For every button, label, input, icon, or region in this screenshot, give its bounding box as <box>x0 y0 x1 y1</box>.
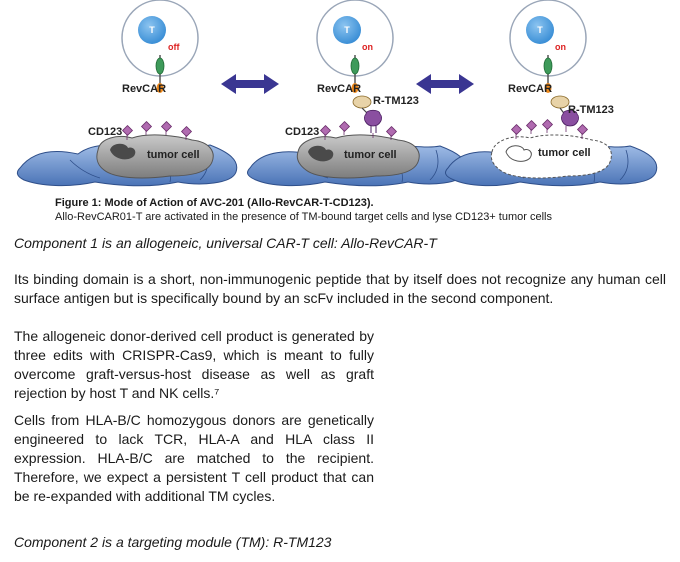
tumor-nucleus <box>308 145 334 162</box>
revcar-tag-icon <box>544 83 552 93</box>
revcar-label: RevCAR <box>508 83 552 95</box>
revcar-receptor-icon <box>543 57 553 75</box>
double-arrow-icon-1 <box>221 74 279 94</box>
tumor-nucleus <box>110 143 136 160</box>
status-on-label: on <box>362 42 373 52</box>
tumor-cell-2 <box>296 134 420 179</box>
panel-1-inactive: T off RevCAR tumor cell CD123 <box>16 0 238 187</box>
r-tm123-label: R-TM123 <box>568 104 614 116</box>
tumor-nucleus <box>505 145 532 162</box>
t-cell-nucleus-icon <box>333 16 361 44</box>
t-cell-nucleus-icon <box>138 16 166 44</box>
revcar-tag-icon <box>156 83 164 93</box>
cd123-antigens <box>510 118 589 136</box>
cd123-antigens <box>121 120 193 138</box>
t-cell-label: T <box>149 25 155 35</box>
r-tm123-module-icon <box>550 95 579 127</box>
cd123-antigens <box>319 120 398 138</box>
lysed-tumor-cell <box>490 134 612 179</box>
figure-caption-title: Figure 1: Mode of Action of AVC-201 (All… <box>55 197 374 209</box>
mode-of-action-figure: T off RevCAR tumor cell CD123 T on <box>16 0 658 187</box>
r-tm123-label: R-TM123 <box>373 95 419 107</box>
cd123-label: CD123 <box>285 126 319 138</box>
paragraph-hla-matching: Cells from HLA-B/C homozygous donors are… <box>14 412 374 504</box>
component2-heading: Component 2 is a targeting module (TM): … <box>14 534 332 550</box>
t-cell-nucleus-icon <box>526 16 554 44</box>
paragraph-binding-domain: Its binding domain is a short, non-immun… <box>14 271 666 306</box>
status-on-label: on <box>555 42 566 52</box>
revcar-receptor-icon <box>350 57 360 75</box>
tumor-cell-label: tumor cell <box>538 147 591 159</box>
tumor-cell-label: tumor cell <box>147 149 200 161</box>
status-off-label: off <box>168 42 180 52</box>
revcar-receptor-icon <box>155 57 165 75</box>
component1-heading: Component 1 is an allogeneic, universal … <box>14 235 437 251</box>
revcar-label: RevCAR <box>122 83 166 95</box>
paragraph-crispr-edits: The allogeneic donor-derived cell produc… <box>14 328 374 401</box>
revcar-tag-icon <box>351 83 359 93</box>
t-cell-label: T <box>537 25 543 35</box>
r-tm123-module-icon <box>352 95 382 133</box>
revcar-label: RevCAR <box>317 83 361 95</box>
tumor-cell-label: tumor cell <box>344 149 397 161</box>
t-cell-label: T <box>344 25 350 35</box>
panel-3-lysis: T on RevCAR R-TM123 tumor cell <box>445 0 658 187</box>
panel-2-active: T on RevCAR R-TM123 tumor cell CD123 <box>247 0 468 187</box>
figure-caption-text: Allo-RevCAR01-T are activated in the pre… <box>55 211 552 223</box>
cd123-label: CD123 <box>88 126 122 138</box>
double-arrow-icon-2 <box>416 74 474 94</box>
